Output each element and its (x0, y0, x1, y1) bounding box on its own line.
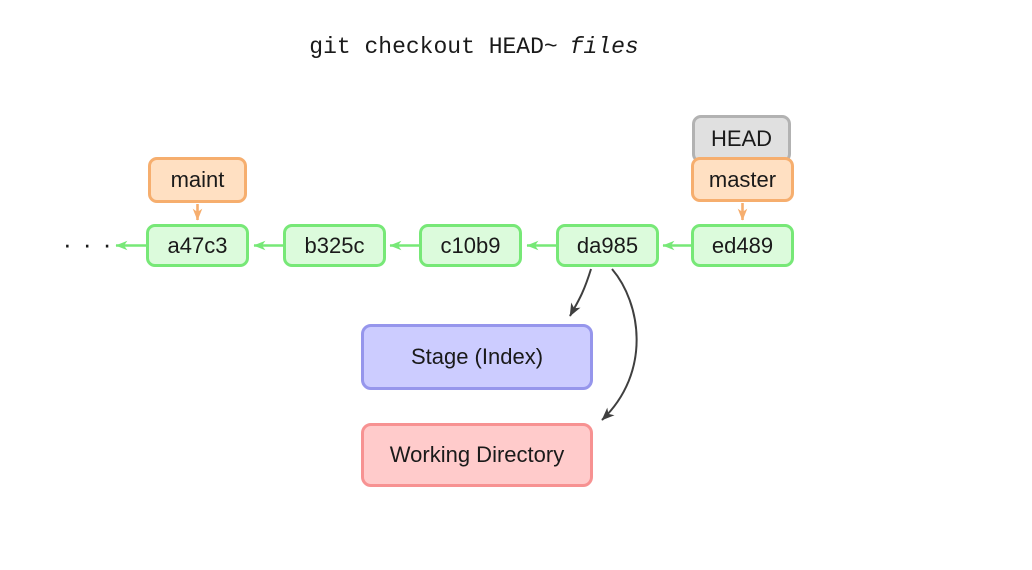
checkout-to-working-arrow (601, 268, 638, 421)
head-label: HEAD (692, 115, 791, 163)
commit-node-ed489: ed489 (691, 224, 794, 267)
title-argument: files (569, 34, 639, 60)
commit-node-da985: da985 (556, 224, 659, 267)
branch-label-master: master (691, 157, 794, 202)
diagram-title: git checkout HEAD~ files (309, 34, 638, 60)
working-directory-box: Working Directory (361, 423, 593, 487)
commit-node-c10b9: c10b9 (419, 224, 522, 267)
history-ellipsis: · · · (63, 229, 114, 259)
commit-node-b325c: b325c (283, 224, 386, 267)
commit-node-a47c3: a47c3 (146, 224, 249, 267)
branch-label-maint: maint (148, 157, 247, 203)
checkout-to-stage-arrow (569, 268, 592, 317)
title-command: git checkout HEAD~ (309, 34, 558, 60)
stage-index-box: Stage (Index) (361, 324, 593, 390)
